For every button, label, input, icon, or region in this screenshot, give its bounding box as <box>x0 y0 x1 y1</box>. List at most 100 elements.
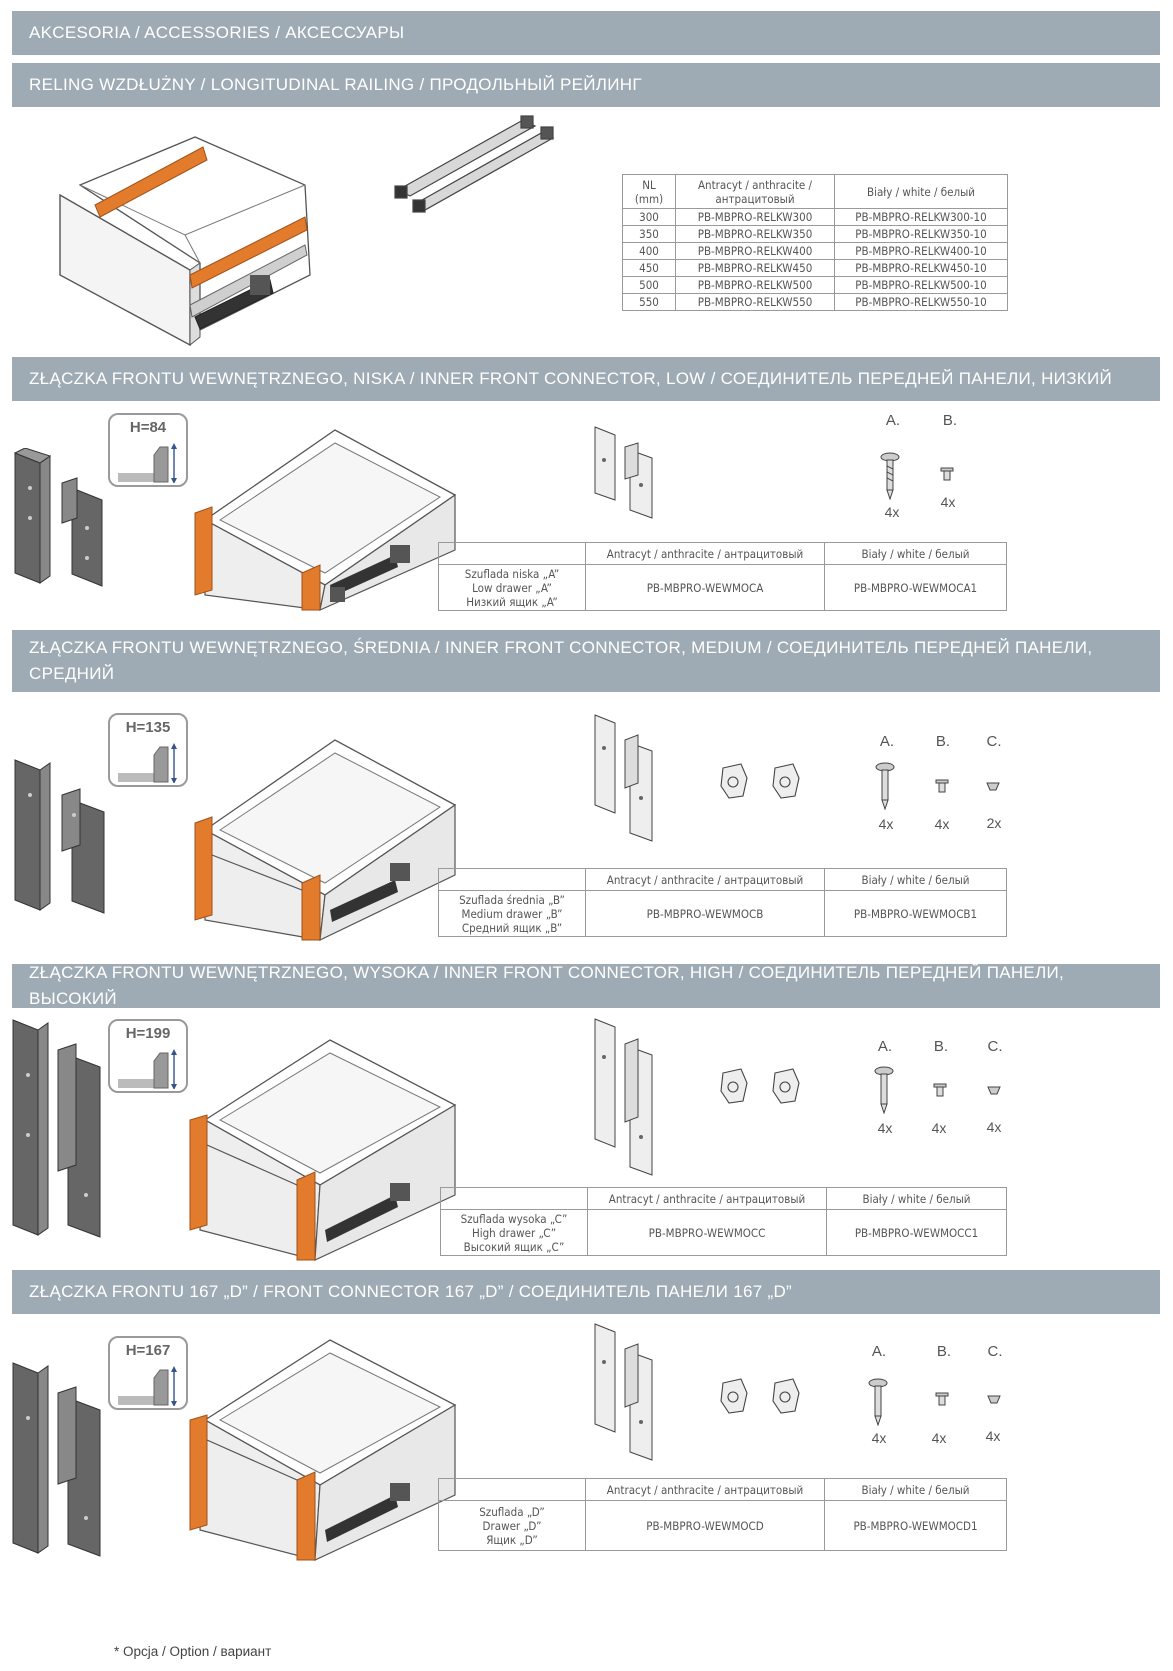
section-title: ZŁĄCZKA FRONTU WEWNĘTRZNEGO, WYSOKA / IN… <box>29 963 1065 1008</box>
part-code-white: PB-MBPRO-WEWMOCC1 <box>826 1209 1007 1256</box>
column-header: Antracyt / anthracite / антрацитовый <box>585 1478 825 1501</box>
part-code-anthracite: PB-MBPRO-WEWMOCB <box>585 890 825 937</box>
column-header: Biały / white / белый <box>824 542 1007 565</box>
high-connector-table: Antracyt / anthracite / антрацитовый Bia… <box>440 1187 1007 1256</box>
section-bar-low: ZŁĄCZKA FRONTU WEWNĘTRZNEGO, NISKA / INN… <box>12 357 1160 401</box>
height-badge: H=84 <box>108 413 188 487</box>
part-code-anthracite: PB-MBPRO-WEWMOCD <box>585 1500 825 1551</box>
section-title: ZŁĄCZKA FRONTU WEWNĘTRZNEGO, ŚREDNIA / I… <box>29 638 1093 683</box>
table-cell: PB-MBPRO-RELKW500-10 <box>834 276 1008 294</box>
height-label: H=84 <box>129 419 167 436</box>
section-title: RELING WZDŁUŻNY / LONGITUDINAL RAILING /… <box>29 75 642 94</box>
section-bar-167: ZŁĄCZKA FRONTU 167 „D” / FRONT CONNECTOR… <box>12 1270 1160 1314</box>
hardware-qty-c: 4x <box>986 1119 1002 1135</box>
hardware-qty-a: 4x <box>877 1120 893 1136</box>
section-bar-medium: ZŁĄCZKA FRONTU WEWNĘTRZNEGO, ŚREDNIA / I… <box>12 630 1160 692</box>
low-connector-table: Antracyt / anthracite / антрацитовый Bia… <box>438 542 1007 611</box>
connector-parts-illustration <box>594 714 653 842</box>
table-cell: PB-MBPRO-RELKW400 <box>675 242 835 260</box>
screw-icon <box>868 1378 888 1426</box>
row-label-line: Высокий ящик „C” <box>463 1239 565 1254</box>
table-row: 350 PB-MBPRO-RELKW350 PB-MBPRO-RELKW350-… <box>622 225 1008 243</box>
part-code-anthracite: PB-MBPRO-WEWMOCC <box>587 1209 827 1256</box>
hardware-label-b: B. <box>935 733 951 750</box>
footnote: * Opcja / Option / вариант <box>114 1644 272 1659</box>
table-row: 400 PB-MBPRO-RELKW400 PB-MBPRO-RELKW400-… <box>622 242 1008 260</box>
height-badge: H=199 <box>108 1019 188 1093</box>
section-bar-railing: RELING WZDŁUŻNY / LONGITUDINAL RAILING /… <box>12 63 1160 107</box>
pin-icon <box>935 779 949 793</box>
hardware-label-c: C. <box>987 1343 1003 1360</box>
connector-pair-illustration <box>12 1362 101 1557</box>
row-label-line: High drawer „C” <box>471 1225 557 1240</box>
row-label-line: Средний ящик „B” <box>461 920 563 935</box>
row-label-line: Ящик „D” <box>486 1532 538 1547</box>
row-label-line: Medium drawer „B” <box>461 906 563 921</box>
part-code-anthracite: PB-MBPRO-WEWMOCA <box>585 564 825 611</box>
hardware-label-a: A. <box>871 1343 887 1360</box>
pin-icon <box>940 467 954 481</box>
drawer-with-railing-illustration <box>59 136 311 347</box>
row-label-line: Szuflada średnia „B” <box>459 892 565 907</box>
column-header: Biały / white / белый <box>826 1187 1007 1210</box>
part-code-white: PB-MBPRO-WEWMOCD1 <box>824 1500 1007 1551</box>
row-label-line: Low drawer „A” <box>472 580 552 595</box>
table-row: Szuflada niska „A” Low drawer „A” Низкий… <box>438 564 1007 611</box>
drawer-profile-icon <box>118 1049 177 1089</box>
row-label-line: Szuflada wysoka „C” <box>460 1211 568 1226</box>
hardware-label-a: A. <box>885 412 901 429</box>
hardware-label-b: B. <box>936 1343 952 1360</box>
hardware-qty-a: 4x <box>871 1430 887 1446</box>
table-row: Szuflada średnia „B” Medium drawer „B” С… <box>438 890 1007 937</box>
table-cell: PB-MBPRO-RELKW350 <box>675 225 835 243</box>
drawer-medium-illustration <box>194 739 457 942</box>
hardware-qty-c: 2x <box>986 815 1002 831</box>
height-label: H=167 <box>125 1342 171 1359</box>
cap-icon <box>986 782 1000 791</box>
row-label-line: Szuflada „D” <box>479 1504 545 1519</box>
hardware-label-b: B. <box>942 412 958 429</box>
medium-connector-table: Antracyt / anthracite / антрацитовый Bia… <box>438 868 1007 937</box>
clip-parts-illustration <box>720 763 800 799</box>
column-header: Biały / white / белый <box>824 1478 1007 1501</box>
blank-header <box>440 1187 588 1210</box>
table-row: 500 PB-MBPRO-RELKW500 PB-MBPRO-RELKW500-… <box>622 276 1008 294</box>
drawer-profile-icon <box>118 743 177 783</box>
connector-parts-illustration <box>594 1323 653 1461</box>
pin-icon <box>935 1392 949 1406</box>
table-cell: PB-MBPRO-RELKW450 <box>675 259 835 277</box>
table-cell: PB-MBPRO-RELKW450-10 <box>834 259 1008 277</box>
row-label: Szuflada wysoka „C” High drawer „C” Высо… <box>440 1209 588 1256</box>
pin-icon <box>933 1083 947 1097</box>
table-cell: PB-MBPRO-RELKW350-10 <box>834 225 1008 243</box>
railing-parts-table: NL (mm) Antracyt / anthracite / антрацит… <box>622 174 1008 311</box>
railing-rods-illustration <box>394 115 555 213</box>
connector-pair-illustration <box>12 1019 101 1238</box>
row-label: Szuflada „D” Drawer „D” Ящик „D” <box>438 1500 586 1551</box>
hardware-qty-b: 4x <box>934 816 950 832</box>
hardware-qty-a: 4x <box>878 816 894 832</box>
table-row: Szuflada wysoka „C” High drawer „C” Высо… <box>440 1209 1007 1256</box>
drawer-profile-icon <box>118 443 177 483</box>
hardware-label-a: A. <box>879 733 895 750</box>
clip-parts-illustration <box>720 1068 800 1104</box>
connector-pair-illustration <box>14 759 105 914</box>
hardware-label-c: C. <box>987 1038 1003 1055</box>
part-code-white: PB-MBPRO-WEWMOCA1 <box>824 564 1007 611</box>
blank-header <box>438 542 586 565</box>
column-header: Antracyt / anthracite / антрацитовый <box>585 542 825 565</box>
cap-icon <box>987 1395 1001 1404</box>
row-label-line: Низкий ящик „A” <box>466 594 558 609</box>
table-row: 550 PB-MBPRO-RELKW550 PB-MBPRO-RELKW550-… <box>622 293 1008 311</box>
drawer-167-table: Antracyt / anthracite / антрацитовый Bia… <box>438 1478 1007 1551</box>
connector-pair-illustration <box>13 448 103 587</box>
table-cell: 400 <box>622 242 676 260</box>
row-label-line: Drawer „D” <box>482 1518 542 1533</box>
column-header: NL (mm) <box>622 174 676 209</box>
table-cell: 550 <box>622 293 676 311</box>
hardware-qty-b: 4x <box>940 494 956 510</box>
column-header: Antracyt / anthracite / антрацитовый <box>585 868 825 891</box>
height-label: H=199 <box>125 1025 171 1042</box>
table-cell: PB-MBPRO-RELKW500 <box>675 276 835 294</box>
height-badge: H=167 <box>108 1336 188 1410</box>
